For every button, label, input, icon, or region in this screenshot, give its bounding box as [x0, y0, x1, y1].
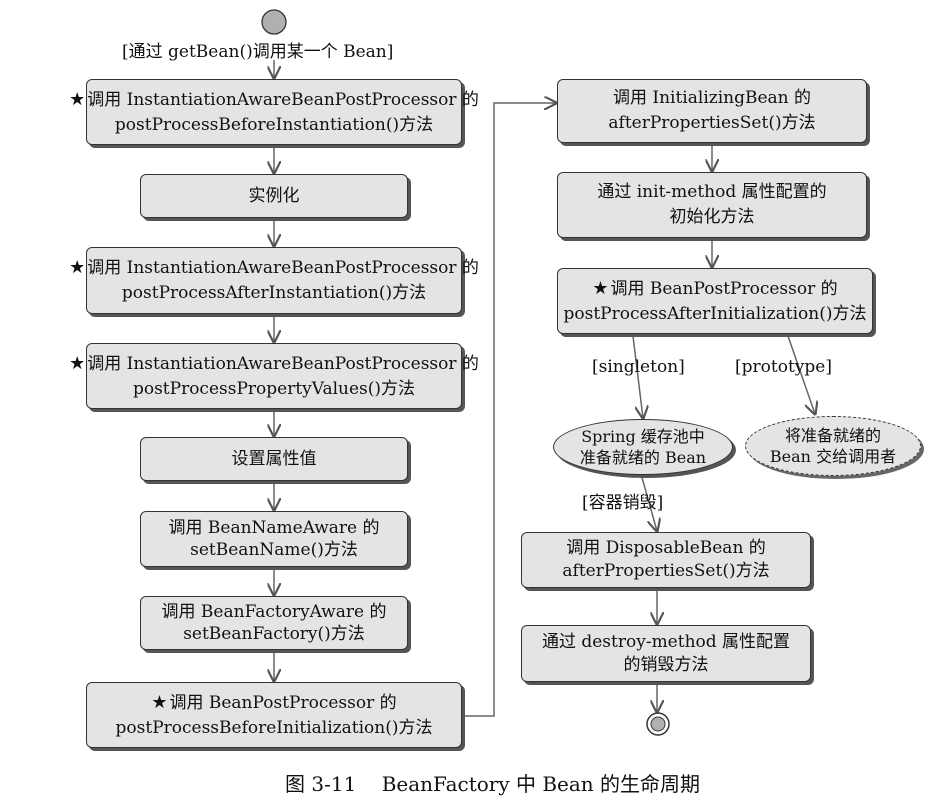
step-line2: afterPropertiesSet()方法 [608, 113, 816, 133]
step-line2: postProcessAfterInitialization()方法 [563, 303, 867, 324]
step-line1: 调用 BeanNameAware 的 [168, 518, 380, 538]
step-line2: postProcessBeforeInitialization()方法 [115, 717, 433, 738]
prototype-label: [prototype] [735, 357, 832, 377]
arrow-step8-to-right-column [463, 103, 556, 717]
step-before-instantiation: ★调用 InstantiationAwareBeanPostProcessor … [69, 79, 479, 145]
step-set-properties: 设置属性值 [140, 437, 408, 481]
step-line1: 调用 DisposableBean 的 [566, 538, 766, 558]
step-line1: 调用 BeanPostProcessor 的 [169, 692, 397, 713]
star-icon: ★ [69, 88, 86, 110]
step-line1: 实例化 [248, 185, 300, 206]
star-icon: ★ [592, 277, 609, 299]
step-instantiate: 实例化 [140, 174, 408, 218]
node-line1: Spring 缓存池中 [581, 427, 705, 446]
singleton-cache-node: Spring 缓存池中 准备就绪的 Bean [553, 419, 733, 475]
step-init-method: 通过 init-method 属性配置的 初始化方法 [557, 172, 867, 238]
figure-caption: 图 3-11 BeanFactory 中 Bean 的生命周期 [285, 772, 701, 796]
step-line1: 调用 BeanFactoryAware 的 [161, 602, 387, 622]
step-line2: setBeanFactory()方法 [183, 624, 365, 644]
step-line2: 初始化方法 [669, 207, 755, 227]
node-line2: 准备就绪的 Bean [579, 448, 707, 467]
step-bean-factory-aware: 调用 BeanFactoryAware 的 setBeanFactory()方法 [140, 596, 408, 650]
step-line1: 设置属性值 [231, 448, 317, 469]
step-line2: postProcessAfterInstantiation()方法 [121, 283, 427, 303]
step-after-instantiation: ★调用 InstantiationAwareBeanPostProcessor … [69, 247, 479, 314]
arrow-to-singleton [632, 335, 643, 418]
step-line1: 通过 destroy-method 属性配置 [541, 631, 791, 652]
node-line2: Bean 交给调用者 [769, 447, 897, 466]
prototype-return-node: 将准备就绪的 Bean 交给调用者 [745, 416, 921, 476]
step-line1: 调用 InstantiationAwareBeanPostProcessor 的 [87, 89, 479, 110]
star-icon: ★ [151, 691, 168, 713]
step-line2: afterPropertiesSet()方法 [562, 561, 770, 581]
step-line1: 调用 InstantiationAwareBeanPostProcessor 的 [87, 353, 479, 374]
node-line1: 将准备就绪的 [784, 426, 881, 445]
star-icon: ★ [69, 352, 86, 374]
step-bean-name-aware: 调用 BeanNameAware 的 setBeanName()方法 [140, 511, 408, 567]
step-line2: postProcessPropertyValues()方法 [132, 378, 416, 399]
step-line1: 通过 init-method 属性配置的 [597, 182, 827, 202]
step-before-initialization: ★调用 BeanPostProcessor 的 postProcessBefor… [86, 682, 462, 748]
start-label: [通过 getBean()调用某一个 Bean] [122, 42, 394, 62]
step-after-initialization: ★调用 BeanPostProcessor 的 postProcessAfter… [557, 268, 873, 334]
arrow-singleton-to-destroy [640, 473, 657, 531]
step-line2: setBeanName()方法 [190, 540, 358, 560]
step-line1: 调用 InitializingBean 的 [612, 88, 812, 108]
step-line2: postProcessBeforeInstantiation()方法 [114, 114, 434, 135]
destroy-label: [容器销毁] [582, 493, 664, 513]
step-line1: 调用 BeanPostProcessor 的 [610, 278, 838, 299]
step-line1: 调用 InstantiationAwareBeanPostProcessor 的 [87, 258, 479, 278]
start-node [261, 9, 287, 35]
step-property-values: ★调用 InstantiationAwareBeanPostProcessor … [69, 343, 479, 409]
star-icon: ★ [69, 257, 86, 278]
step-line2: 的销毁方法 [623, 654, 709, 675]
singleton-label: [singleton] [592, 357, 685, 377]
end-node-inner [650, 716, 666, 732]
arrow-to-prototype [787, 335, 815, 414]
step-initializing-bean: 调用 InitializingBean 的 afterPropertiesSet… [557, 79, 867, 143]
step-disposable-bean: 调用 DisposableBean 的 afterPropertiesSet()… [521, 532, 811, 588]
step-destroy-method: 通过 destroy-method 属性配置 的销毁方法 [521, 625, 811, 682]
